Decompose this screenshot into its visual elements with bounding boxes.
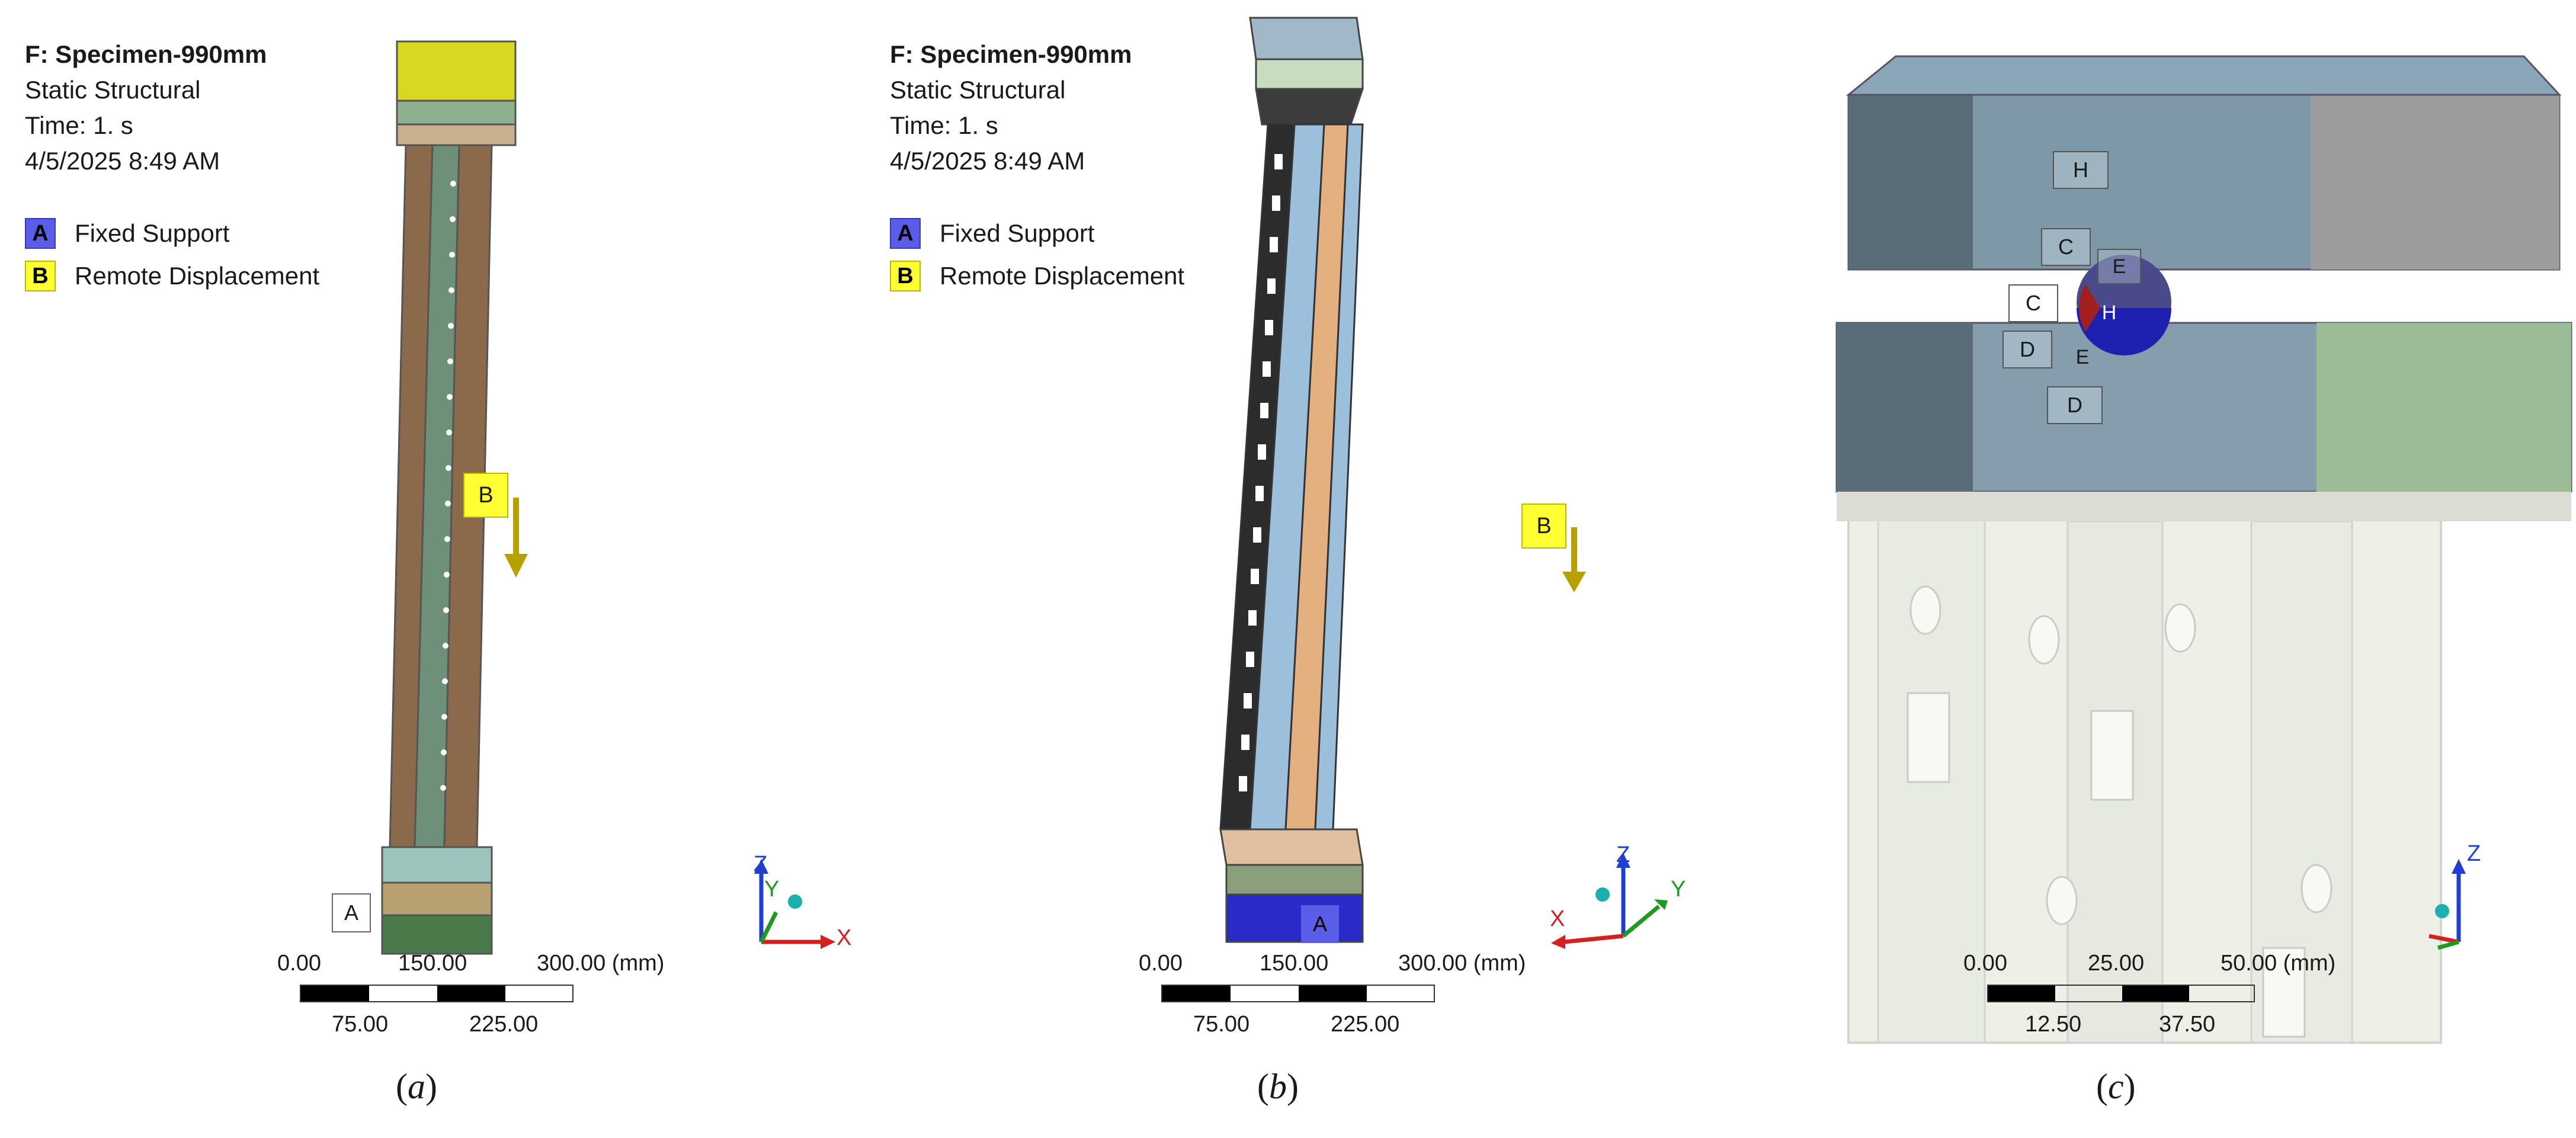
timestamp: 4/5/2025 8:49 AM: [25, 147, 220, 175]
project-title: F: Specimen-990mm: [25, 40, 267, 68]
legend-label: Remote Displacement: [940, 262, 1185, 290]
project-title: F: Specimen-990mm: [890, 40, 1132, 68]
axis-z-label: Z: [754, 852, 768, 877]
time-readout: Time: 1. s: [890, 111, 998, 139]
perforation-holes: [440, 181, 456, 791]
remote-displacement-marker[interactable]: B: [1521, 504, 1566, 549]
scale-tick-label: 0.00: [1963, 951, 2007, 976]
fixed-support-marker[interactable]: A: [332, 893, 371, 932]
scale-tick-label: 300.00 (mm): [1398, 951, 1526, 976]
scale-tick-label: 0.00: [277, 951, 321, 976]
timestamp: 4/5/2025 8:49 AM: [890, 147, 1085, 175]
scale-tick-label: 75.00: [332, 1012, 389, 1037]
time-readout: Time: 1. s: [25, 111, 133, 139]
legend-item-fixed-support[interactable]: A Fixed Support: [890, 212, 1184, 255]
contact-label[interactable]: E: [2097, 249, 2141, 284]
displacement-arrow-icon: [504, 498, 528, 578]
scale-tick-label: 300.00 (mm): [537, 951, 665, 976]
axis-z-label: Z: [2467, 841, 2481, 866]
contact-label[interactable]: D: [2003, 331, 2052, 368]
scale-tick-label: 0.00: [1139, 951, 1183, 976]
contact-label[interactable]: E: [2075, 345, 2090, 368]
scale-tick-label: 225.00: [469, 1012, 539, 1037]
boundary-legend: A Fixed Support B Remote Displacement: [25, 212, 319, 297]
fixed-support-marker[interactable]: A: [1301, 905, 1339, 943]
scale-bar-graphic: [1161, 985, 1435, 1002]
scale-tick-label: 12.50: [2025, 1012, 2082, 1037]
scale-tick-label: 150.00: [1260, 951, 1329, 976]
panel-caption: (c): [2096, 1067, 2136, 1106]
legend-item-fixed-support[interactable]: A Fixed Support: [25, 212, 319, 255]
scale-tick-label: 25.00: [2088, 951, 2145, 976]
scale-bar-graphic: [300, 985, 573, 1002]
perforation-holes: [1907, 585, 2333, 1038]
boundary-legend: A Fixed Support B Remote Displacement: [890, 212, 1184, 297]
viewport-header: F: Specimen-990mm Static Structural Time…: [890, 37, 1132, 179]
top-loading-plate: [396, 40, 517, 102]
legend-item-remote-displacement[interactable]: B Remote Displacement: [25, 255, 319, 297]
coordinate-triad-icon: [1551, 853, 1668, 949]
remote-displacement-marker[interactable]: B: [463, 473, 508, 518]
bottom-base-plate: [381, 914, 493, 955]
scale-tick-label: 75.00: [1193, 1012, 1250, 1037]
panel-c: H C E C H D E D Z 0.00 25.00 50.00 (mm) …: [1730, 0, 2576, 1138]
coordinate-triad-icon: [2428, 859, 2466, 950]
legend-tag-b: B: [890, 261, 921, 291]
specimen-model-view[interactable]: [1191, 12, 1392, 972]
legend-tag-a: A: [25, 218, 56, 249]
panel-b: F: Specimen-990mm Static Structural Time…: [865, 0, 1730, 1138]
legend-label: Fixed Support: [940, 219, 1095, 247]
contact-label[interactable]: D: [2047, 386, 2103, 424]
analysis-type: Static Structural: [890, 76, 1066, 104]
perforation-holes: [1239, 154, 1283, 791]
contact-label[interactable]: C: [2041, 228, 2091, 266]
axis-z-label: Z: [1616, 842, 1630, 867]
legend-tag-b: B: [25, 261, 56, 291]
fixed-support-face: [1225, 893, 1364, 943]
panel-caption: (b): [1257, 1067, 1299, 1106]
viewport-header: F: Specimen-990mm Static Structural Time…: [25, 37, 267, 179]
panel-a: F: Specimen-990mm Static Structural Time…: [0, 0, 865, 1138]
scale-tick-label: 225.00: [1331, 1012, 1400, 1037]
axis-x-label: X: [837, 925, 852, 950]
legend-label: Remote Displacement: [75, 262, 320, 290]
legend-item-remote-displacement[interactable]: B Remote Displacement: [890, 255, 1184, 297]
scale-bar-graphic: [1987, 985, 2255, 1002]
axis-x-label: X: [1550, 906, 1565, 931]
displacement-arrow-icon: [1562, 527, 1586, 592]
detail-model-view[interactable]: [1730, 0, 2576, 1054]
contact-label[interactable]: C: [2008, 284, 2058, 322]
scale-tick-label: 50.00 (mm): [2221, 951, 2336, 976]
analysis-type: Static Structural: [25, 76, 201, 104]
coordinate-triad-icon: [754, 859, 835, 949]
axis-y-label: Y: [1671, 877, 1686, 902]
axis-y-label: Y: [764, 877, 780, 902]
panel-caption: (a): [396, 1067, 437, 1106]
contact-label[interactable]: H: [2053, 151, 2109, 189]
contact-label[interactable]: H: [2101, 301, 2117, 324]
legend-tag-a: A: [890, 218, 921, 249]
legend-label: Fixed Support: [75, 219, 230, 247]
scale-tick-label: 37.50: [2159, 1012, 2216, 1037]
scale-tick-label: 150.00: [398, 951, 467, 976]
